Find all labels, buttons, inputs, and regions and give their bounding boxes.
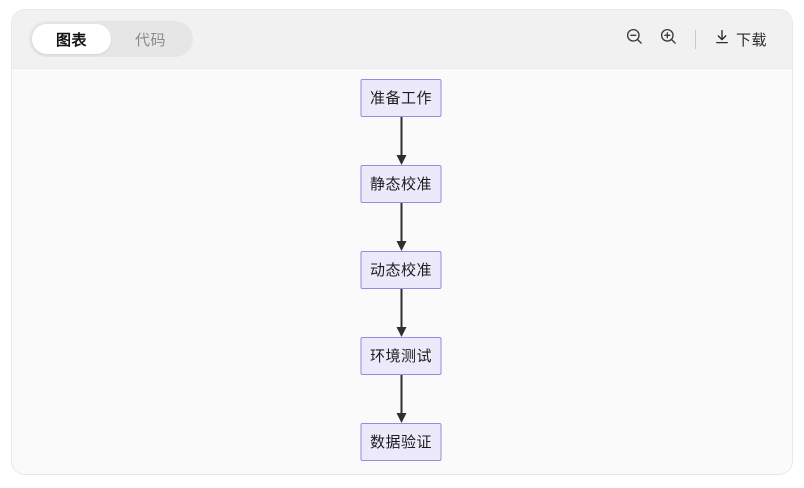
zoom-out-button[interactable] xyxy=(618,22,652,56)
diagram-canvas[interactable]: 准备工作 静态校准 动态校准 xyxy=(12,69,792,474)
flow-node-label: 动态校准 xyxy=(369,261,432,279)
edge-line xyxy=(400,117,402,157)
toolbar-actions: 下载 xyxy=(618,22,775,56)
flow-edge-1 xyxy=(394,117,408,165)
flow-node-label: 静态校准 xyxy=(369,175,432,193)
flow-node-data-validation[interactable]: 数据验证 xyxy=(360,423,442,461)
edge-line xyxy=(400,203,402,243)
edge-arrowhead xyxy=(396,413,406,423)
diagram-card: 图表 代码 xyxy=(11,9,793,475)
zoom-out-icon xyxy=(625,27,644,51)
flow-node-label: 环境测试 xyxy=(369,347,432,365)
flowchart-nodes: 准备工作 静态校准 动态校准 xyxy=(360,79,442,461)
flow-node-preparation[interactable]: 准备工作 xyxy=(360,79,442,117)
flow-edge-2 xyxy=(394,203,408,251)
flow-node-static-calibration[interactable]: 静态校准 xyxy=(360,165,442,203)
tab-chart-label: 图表 xyxy=(56,31,88,49)
flow-edge-3 xyxy=(394,289,408,337)
edge-arrowhead xyxy=(396,155,406,165)
flowchart: 准备工作 静态校准 动态校准 xyxy=(12,69,792,474)
flow-node-label: 数据验证 xyxy=(369,433,432,451)
tab-code[interactable]: 代码 xyxy=(111,24,190,54)
edge-line xyxy=(400,289,402,329)
download-icon xyxy=(713,28,731,50)
flow-edge-4 xyxy=(394,375,408,423)
flow-node-environment-test[interactable]: 环境测试 xyxy=(360,337,442,375)
tab-code-label: 代码 xyxy=(135,31,167,49)
edge-line xyxy=(400,375,402,415)
zoom-in-button[interactable] xyxy=(652,22,686,56)
flow-node-label: 准备工作 xyxy=(369,89,432,107)
download-label: 下载 xyxy=(735,31,767,49)
view-mode-segmented-control[interactable]: 图表 代码 xyxy=(29,21,194,57)
download-button[interactable]: 下载 xyxy=(705,23,775,55)
tab-chart[interactable]: 图表 xyxy=(32,24,112,54)
zoom-in-icon xyxy=(659,27,678,51)
edge-arrowhead xyxy=(396,241,406,251)
toolbar-divider xyxy=(694,29,696,49)
edge-arrowhead xyxy=(396,327,406,337)
flow-node-dynamic-calibration[interactable]: 动态校准 xyxy=(360,251,442,289)
toolbar: 图表 代码 xyxy=(12,10,792,69)
